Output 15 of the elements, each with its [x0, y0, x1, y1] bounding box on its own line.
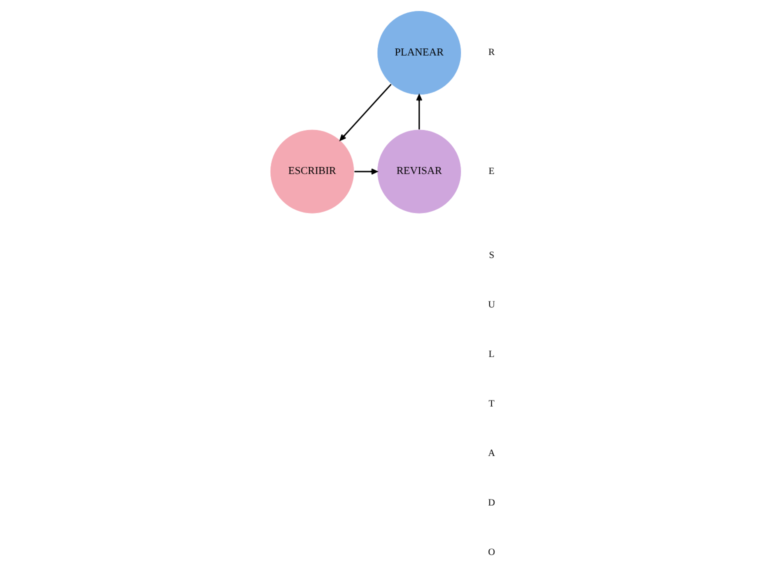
label: T — [488, 398, 494, 410]
label: A — [488, 448, 495, 460]
label: O — [488, 547, 495, 558]
label: D — [488, 498, 495, 509]
label: L — [488, 349, 494, 360]
label: R — [488, 47, 494, 58]
arrow — [416, 94, 422, 130]
label: E — [488, 166, 494, 177]
node-circle: REVISAR — [376, 129, 462, 214]
node-circle: PLANEAR — [376, 10, 462, 96]
arrow — [354, 168, 378, 175]
label: S — [488, 250, 494, 262]
node-circle: ESCRIBIR — [269, 129, 354, 214]
arrow — [339, 84, 392, 141]
label: U — [488, 300, 495, 311]
